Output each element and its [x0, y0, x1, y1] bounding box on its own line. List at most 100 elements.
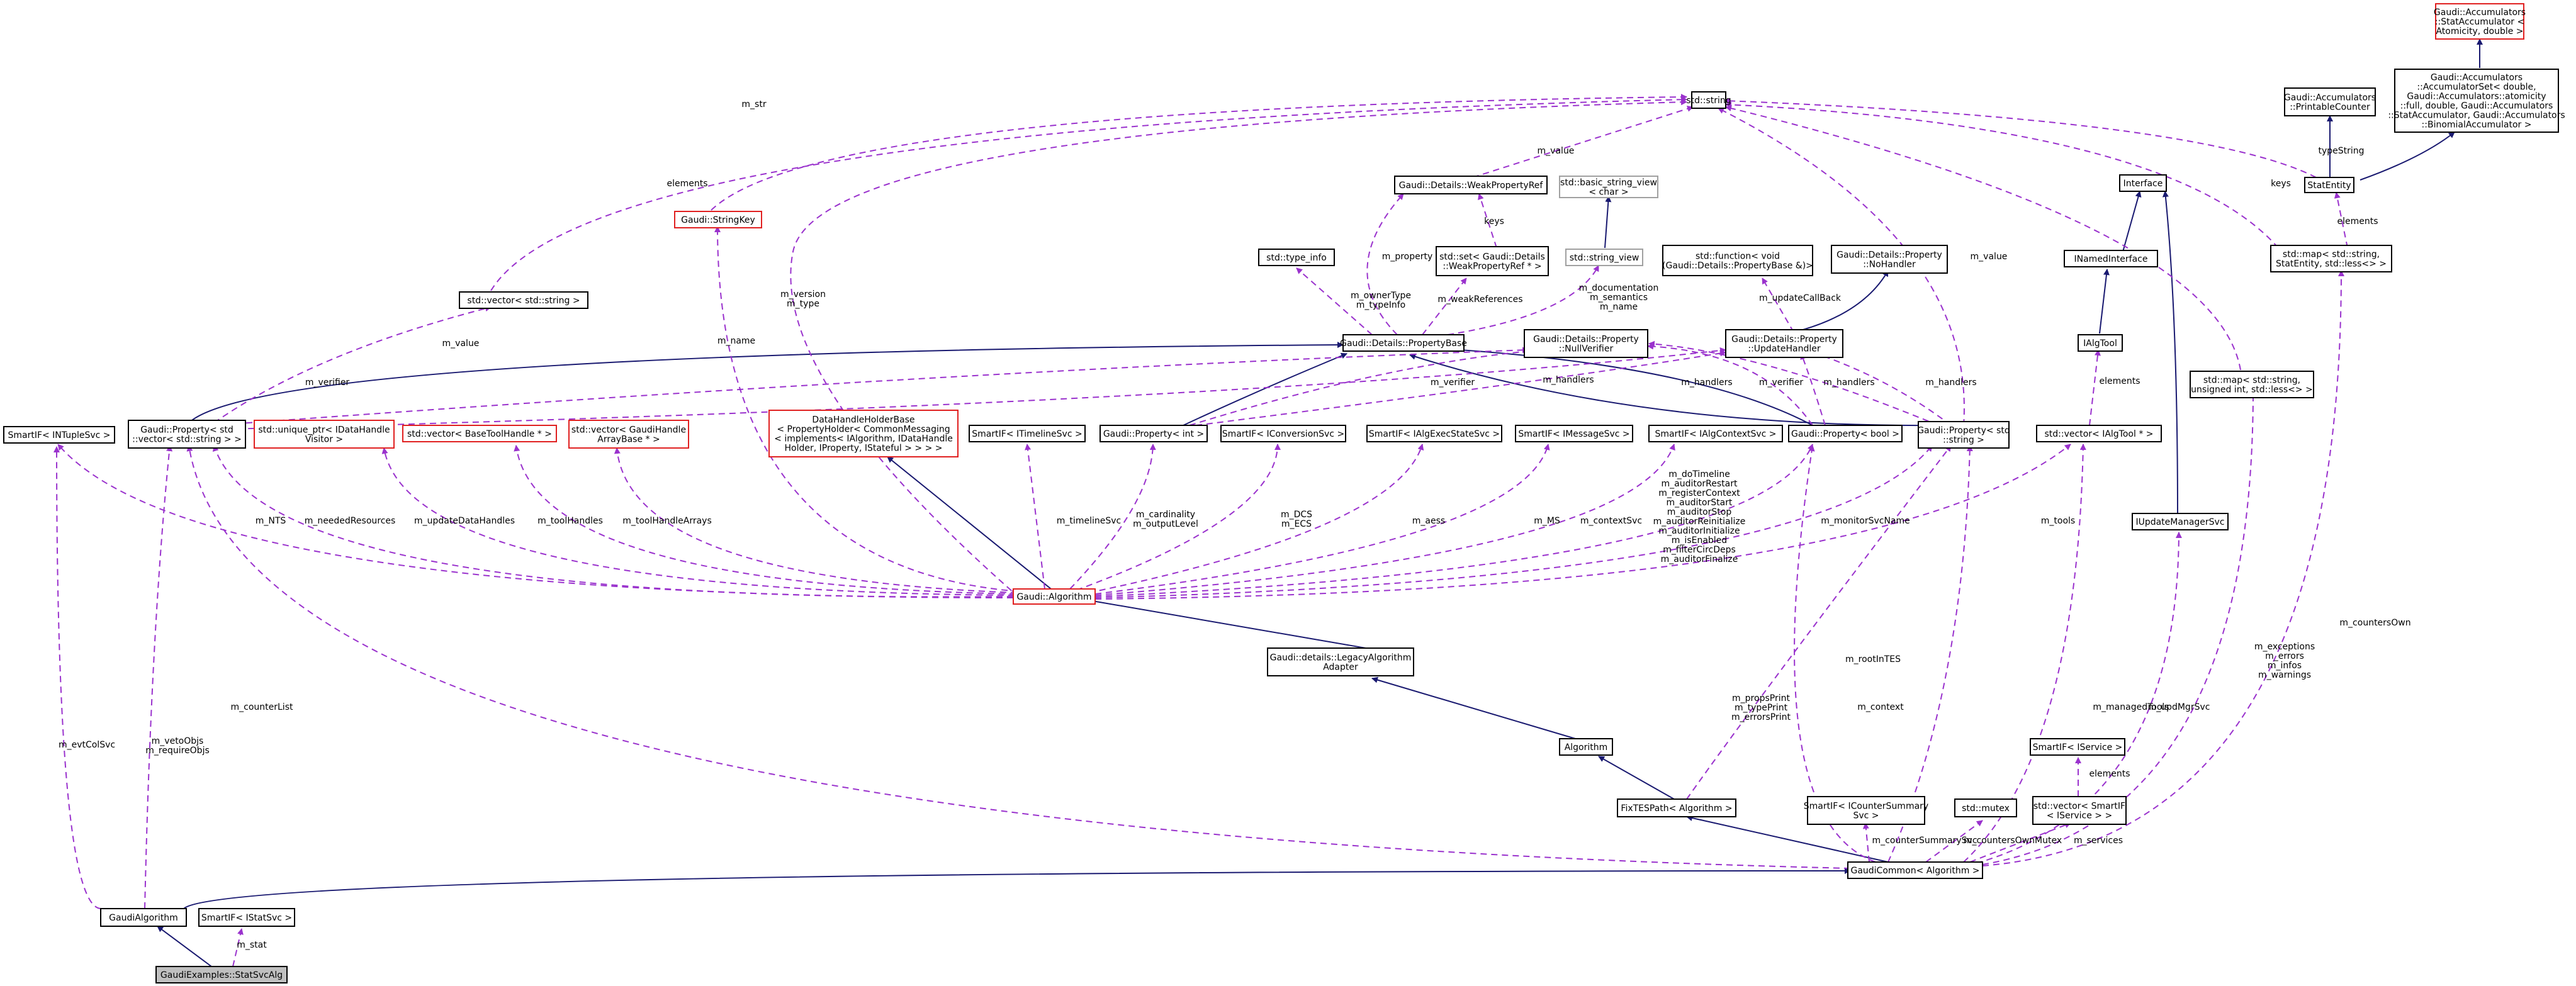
class-node-algorithm2[interactable]: Algorithm	[1559, 738, 1613, 756]
class-node-box	[1807, 796, 1925, 825]
class-node-label: std::vector< GaudiHandle	[571, 425, 686, 435]
edge-label-text: m_handlers	[1543, 375, 1594, 385]
class-node-gaudicommon[interactable]: GaudiCommon< Algorithm >	[1847, 861, 1983, 879]
class-node-dhhb[interactable]: DataHandleHolderBase< PropertyHolder< Co…	[768, 410, 959, 457]
class-node-box	[1559, 738, 1613, 756]
class-node-interface[interactable]: Interface	[2119, 174, 2167, 192]
class-node-box	[198, 908, 295, 927]
edge-label-m-context: m_context	[1857, 702, 1904, 712]
edge-label-text: m_auditorStop	[1667, 507, 1732, 517]
edge-statentity-string	[1724, 98, 2317, 178]
class-node-vec-btool[interactable]: std::vector< BaseToolHandle * >	[402, 425, 557, 442]
class-node-sv[interactable]: std::string_view	[1565, 249, 1643, 266]
edge-label-text: m_rootInTES	[1845, 654, 1901, 664]
edge-label-text: m_countersOwnMutex	[1964, 836, 2062, 846]
class-node-prop-int[interactable]: Gaudi::Property< int >	[1100, 425, 1208, 442]
class-node-label: Adapter	[1323, 663, 1358, 673]
class-node-updhandler[interactable]: Gaudi::Details::Property::UpdateHandler	[1725, 329, 1843, 358]
edge-label-m-stat: m_stat	[237, 940, 267, 950]
class-node-bsv[interactable]: std::basic_string_view< char >	[1559, 176, 1658, 198]
class-node-prop-bool[interactable]: Gaudi::Property< bool >	[1788, 425, 1903, 442]
class-node-label: ::PrintableCounter	[2290, 103, 2370, 113]
class-node-prop-str[interactable]: Gaudi::Property< std::string >	[1917, 421, 2010, 449]
edge-label-text: m_warnings	[2258, 670, 2311, 680]
class-node-nohandler[interactable]: Gaudi::Details::Property::NoHandler	[1831, 245, 1948, 274]
class-node-fixtes[interactable]: FixTESPath< Algorithm >	[1617, 798, 1736, 817]
class-node-sf-istat[interactable]: SmartIF< IStatSvc >	[198, 908, 295, 927]
class-node-setweak[interactable]: std::set< Gaudi::Details::WeakPropertyRe…	[1436, 246, 1549, 276]
class-node-prop-vecstr[interactable]: Gaudi::Property< std::vector< std::strin…	[128, 420, 246, 449]
class-node-sf-timeline[interactable]: SmartIF< ITimelineSvc >	[969, 425, 1086, 442]
class-node-box	[2394, 69, 2559, 133]
class-node-box	[1100, 425, 1208, 442]
edge-label-text: m_context	[1857, 702, 1904, 712]
class-node-label: Algorithm	[1565, 742, 1608, 753]
edge-label-text: m_verifier	[1431, 378, 1475, 388]
edge-propvecstr-updhandler	[226, 347, 1726, 430]
class-node-sf-msg[interactable]: SmartIF< IMessageSvc >	[1515, 425, 1633, 442]
class-node-label: ::string >	[1943, 435, 1984, 445]
edge-gaudicommon-mapint	[1982, 389, 2256, 865]
class-node-box	[1366, 425, 1502, 442]
edge-label-text: m_neededResources	[305, 516, 396, 526]
edge-gaudicommon-vecsfiservice	[1969, 822, 2071, 863]
edge-label-m-weakrefs: m_weakReferences	[1437, 294, 1522, 305]
class-node-box	[2064, 250, 2158, 267]
edge-propvecstr-propbase	[188, 342, 1344, 423]
edge-label-text: m_verifier	[305, 378, 350, 388]
class-node-statentity[interactable]: StatEntity	[2304, 177, 2354, 193]
edge-label-m-countersummary: m_counterSummarySvc	[1872, 836, 1977, 846]
class-node-label: SmartIF< IService >	[2033, 742, 2123, 753]
edge-label-text: m_exceptions	[2254, 642, 2315, 652]
class-node-acc-print[interactable]: Gaudi::Accumulators::PrintableCounter	[2284, 87, 2376, 116]
class-node-func[interactable]: std::function< void(Gaudi::Details::Prop…	[1662, 245, 1813, 276]
edge-label-m-verifier2: m_verifier	[1431, 378, 1475, 388]
class-node-nullver[interactable]: Gaudi::Details::Property::NullVerifier	[1524, 329, 1648, 358]
class-node-box	[1565, 249, 1643, 266]
class-node-box	[2119, 174, 2167, 192]
class-node-inamed[interactable]: INamedInterface	[2064, 250, 2158, 267]
class-node-acc-stat[interactable]: Gaudi::Accumulators::StatAccumulator <At…	[2434, 3, 2526, 40]
edge-label-text: keys	[1484, 216, 1504, 227]
class-node-label: SmartIF< INTupleSvc >	[8, 430, 110, 440]
class-node-weakref[interactable]: Gaudi::Details::WeakPropertyRef	[1394, 176, 1548, 194]
edge-label-m-counterlist: m_counterList	[231, 702, 293, 712]
class-node-statsvcalg[interactable]: GaudiExamples::StatSvcAlg	[155, 966, 288, 983]
class-node-sf-ntuple[interactable]: SmartIF< INTupleSvc >	[3, 426, 115, 444]
class-node-map[interactable]: std::map< std::string,StatEntity, std::l…	[2270, 245, 2392, 272]
class-node-label: ArrayBase * >	[597, 435, 660, 445]
class-node-vec-sf-iservice[interactable]: std::vector< SmartIF< IService > >	[2032, 796, 2127, 825]
class-node-mutex[interactable]: std::mutex	[1954, 798, 2017, 817]
class-node-sf-algctx[interactable]: SmartIF< IAlgContextSvc >	[1648, 425, 1783, 442]
class-node-label: GaudiAlgorithm	[109, 913, 178, 923]
class-node-sf-algexec[interactable]: SmartIF< IAlgExecStateSvc >	[1366, 425, 1502, 442]
class-node-label: Visitor >	[305, 435, 343, 445]
class-node-iupdmgr[interactable]: IUpdateManagerSvc	[2132, 513, 2229, 530]
class-node-ialgtool[interactable]: IAlgTool	[2078, 334, 2123, 352]
edge-label-text: m_handlers	[1823, 378, 1874, 388]
class-node-label: SmartIF< IStatSvc >	[201, 913, 292, 923]
class-node-acc-set[interactable]: Gaudi::Accumulators::AccumulatorSet< dou…	[2388, 69, 2565, 133]
class-node-string[interactable]: std::string	[1686, 91, 1731, 109]
class-node-stringkey[interactable]: Gaudi::StringKey	[674, 211, 762, 228]
edge-label-text: elements	[666, 179, 707, 189]
class-node-mapint[interactable]: std::map< std::string,unsigned int, std:…	[2190, 371, 2314, 398]
class-node-sf-conv[interactable]: SmartIF< IConversionSvc >	[1220, 425, 1346, 442]
class-node-label: std::set< Gaudi::Details	[1439, 252, 1545, 262]
class-node-vec-ialgtool[interactable]: std::vector< IAlgTool * >	[2036, 425, 2162, 442]
class-node-propbase[interactable]: Gaudi::Details::PropertyBase	[1340, 334, 1467, 352]
class-node-typeinfo[interactable]: std::type_info	[1258, 249, 1335, 266]
edge-label-m-ntuple: m_NTS	[256, 516, 286, 526]
class-node-sf-iservice[interactable]: SmartIF< IService >	[2030, 738, 2125, 756]
class-node-gaudialg[interactable]: GaudiAlgorithm	[100, 908, 187, 927]
edge-layer	[53, 38, 2483, 967]
class-node-algorithm[interactable]: Gaudi::Algorithm	[1013, 588, 1096, 605]
class-node-vecstr[interactable]: std::vector< std::string >	[459, 291, 588, 309]
class-node-label: SmartIF< IConversionSvc >	[1222, 429, 1344, 439]
